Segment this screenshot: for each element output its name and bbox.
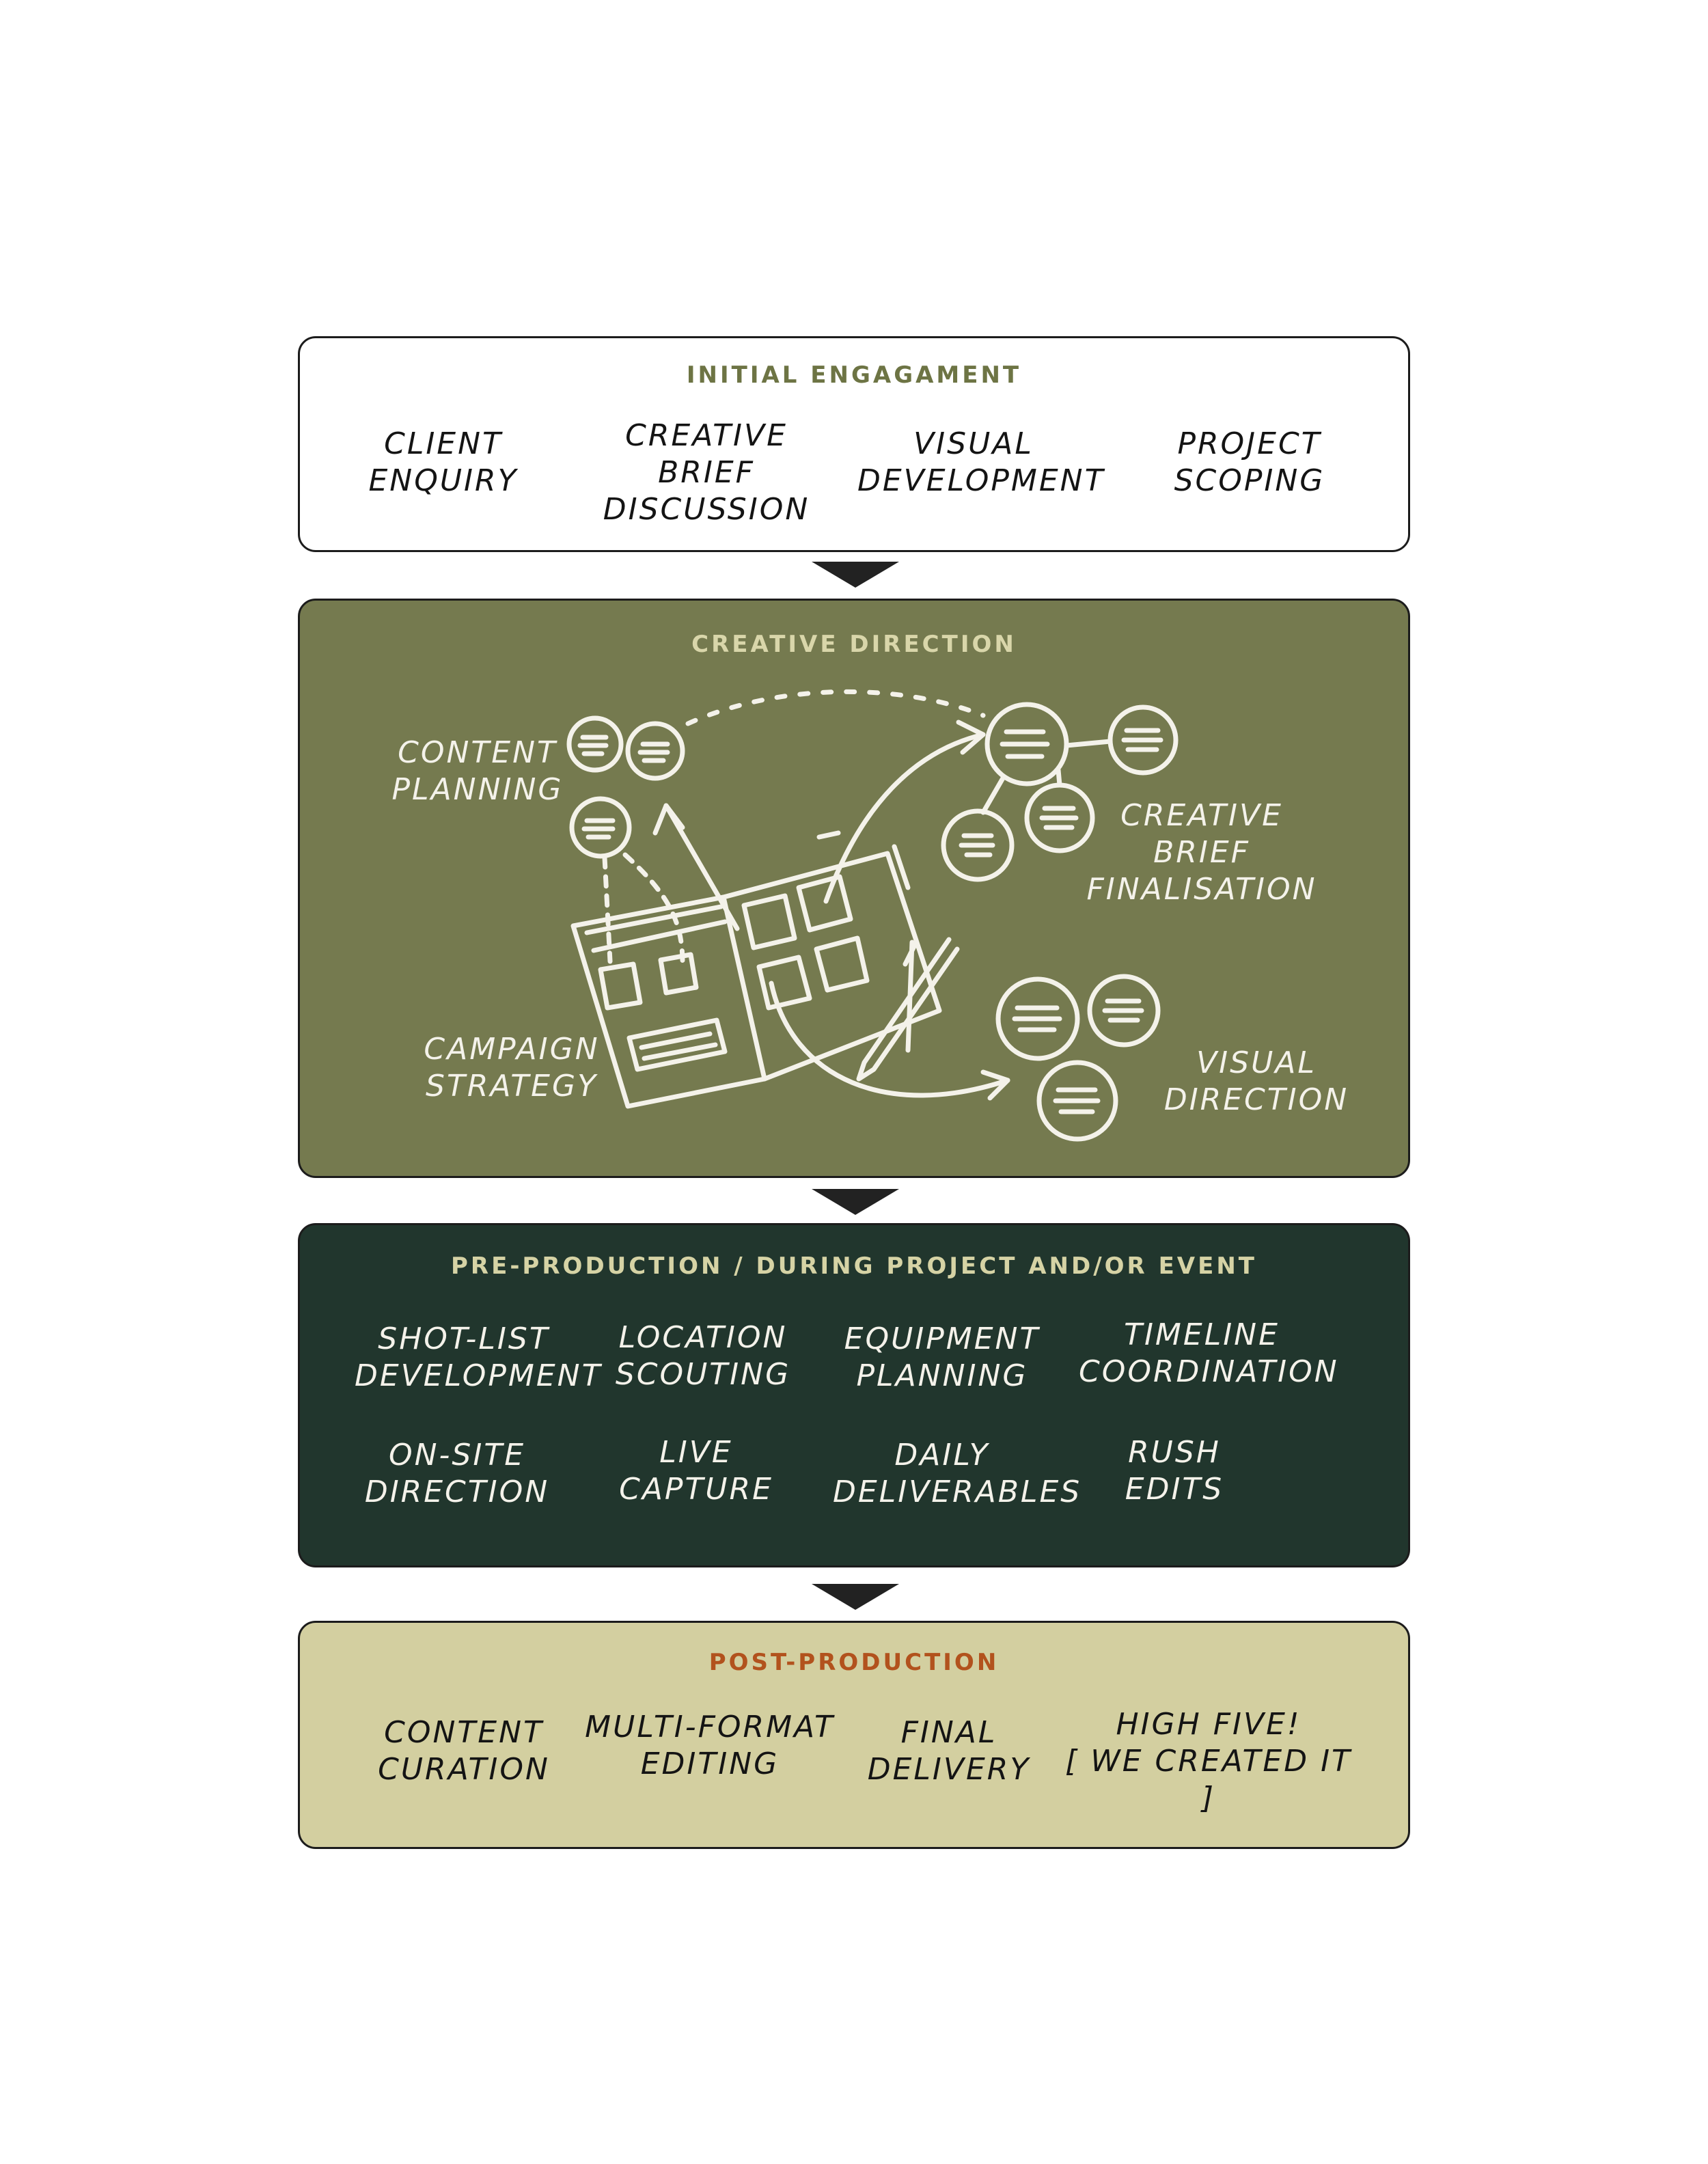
down-arrow-icon — [812, 562, 899, 588]
post-production-panel: POST-PRODUCTION CONTENT CURATION MULTI-F… — [298, 1621, 1410, 1849]
live-capture-item: LIVE CAPTURE — [594, 1434, 799, 1508]
sketchbook-icon — [573, 833, 939, 1106]
bubble-icon — [987, 704, 1066, 784]
bubble-icon — [1110, 707, 1176, 773]
multi-format-editing-item: MULTI-FORMAT EDITING — [580, 1709, 840, 1783]
down-arrow-icon — [812, 1189, 899, 1215]
content-planning-label: CONTENT PLANNING — [382, 735, 573, 808]
project-scoping-item: PROJECT SCOPING — [1147, 426, 1352, 499]
client-enquiry-item: CLIENT ENQUIRY — [348, 426, 539, 499]
post-production-title: POST-PRODUCTION — [300, 1649, 1408, 1676]
shot-list-development-item: SHOT-LIST DEVELOPMENT — [355, 1321, 573, 1395]
pencil-icon — [859, 940, 957, 1079]
down-arrow-icon — [812, 1584, 899, 1610]
high-five-item: HIGH FIVE! [ WE CREATED IT ] — [1058, 1706, 1359, 1817]
campaign-strategy-label: CAMPAIGN STRATEGY — [409, 1031, 614, 1105]
initial-engagement-panel: INITIAL ENGAGAMENT CLIENT ENQUIRY CREATI… — [298, 336, 1410, 552]
equipment-planning-item: EQUIPMENT PLANNING — [840, 1321, 1045, 1395]
bubble-icon — [943, 811, 1012, 879]
bubble-icon — [998, 979, 1077, 1058]
bubble-icon — [572, 799, 629, 856]
timeline-coordination-item: TIMELINE COORDINATION — [1079, 1317, 1325, 1391]
bubble-icon — [1090, 976, 1158, 1045]
pre-production-title: PRE-PRODUCTION / DURING PROJECT AND/OR E… — [300, 1252, 1408, 1280]
bubble-icon — [1027, 785, 1092, 851]
creative-brief-discussion-item: CREATIVE BRIEF DISCUSSION — [601, 417, 812, 528]
initial-engagement-title: INITIAL ENGAGAMENT — [300, 361, 1408, 389]
bubble-icon — [569, 718, 621, 770]
on-site-direction-item: ON-SITE DIRECTION — [355, 1437, 560, 1511]
daily-deliverables-item: DAILY DELIVERABLES — [833, 1437, 1051, 1511]
final-delivery-item: FINAL DELIVERY — [846, 1714, 1051, 1788]
rush-edits-item: RUSH EDITS — [1086, 1434, 1263, 1508]
creative-brief-finalisation-label: CREATIVE BRIEF FINALISATION — [1086, 797, 1318, 908]
bubble-icon — [1039, 1063, 1116, 1139]
bubble-icon — [628, 724, 683, 778]
visual-direction-label: VISUAL DIRECTION — [1154, 1045, 1359, 1119]
location-scouting-item: LOCATION SCOUTING — [601, 1319, 805, 1393]
creative-direction-panel: CREATIVE DIRECTION — [298, 599, 1410, 1178]
content-curation-item: CONTENT CURATION — [361, 1714, 566, 1788]
visual-development-item: VISUAL DEVELOPMENT — [857, 426, 1090, 499]
pre-production-panel: PRE-PRODUCTION / DURING PROJECT AND/OR E… — [298, 1223, 1410, 1567]
